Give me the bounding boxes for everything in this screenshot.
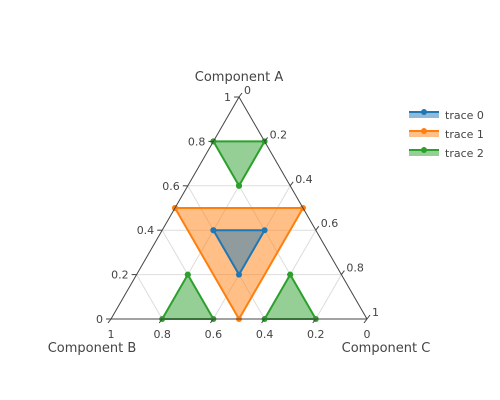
legend-item-0: trace 0 [409, 109, 484, 122]
legend-label-2: trace 2 [445, 147, 484, 160]
legend: trace 0 trace 1 trace 2 [409, 109, 484, 160]
tick-mark-b-3 [261, 318, 266, 324]
tick-mark-c-5 [366, 314, 371, 320]
tick-label-c-1: 0.2 [270, 128, 288, 141]
legend-item-1: trace 1 [409, 128, 484, 141]
tick-label-b-3: 0.4 [256, 328, 274, 341]
tick-label-a-0: 0 [96, 313, 103, 326]
axis-line-c [238, 96, 368, 320]
tick-label-a-2: 0.4 [137, 224, 155, 237]
tick-label-c-4: 0.8 [346, 262, 364, 275]
legend-label-1: trace 1 [445, 128, 484, 141]
tick-mark-c-1 [264, 137, 269, 142]
axis-title-c: Component C [342, 341, 431, 356]
trace-2-triangle-0-point-4 [236, 182, 242, 189]
tick-label-b-0: 1 [108, 328, 115, 341]
trace-0-point-1 [261, 227, 268, 234]
axis-title-a: Component A [195, 70, 284, 85]
tick-mark-c-2 [289, 181, 294, 187]
tick-mark-b-1 [158, 318, 163, 324]
tick-mark-c-4 [340, 270, 345, 275]
tick-label-c-0: 0 [244, 84, 251, 97]
trace-2-triangle-0-area [212, 140, 266, 187]
tick-label-a-5: 1 [224, 91, 231, 104]
legend-marker-0 [421, 109, 427, 115]
tick-label-b-1: 0.8 [153, 328, 171, 341]
tick-mark-c-3 [315, 225, 320, 231]
legend-item-2: trace 2 [409, 147, 484, 160]
tick-label-b-4: 0.2 [307, 328, 325, 341]
trace-0-point-2 [236, 271, 242, 278]
legend-marker-2 [421, 147, 427, 153]
tick-label-c-3: 0.6 [321, 217, 339, 230]
axes-layer [110, 96, 368, 320]
tick-label-c-5: 1 [372, 306, 379, 319]
tick-label-a-1: 0.2 [111, 269, 129, 282]
tick-label-b-5: 0 [364, 328, 371, 341]
tick-label-a-3: 0.6 [162, 180, 180, 193]
tick-mark-b-4 [312, 318, 317, 324]
tick-mark-b-0 [107, 318, 112, 324]
tick-label-c-2: 0.4 [295, 173, 313, 186]
axis-line-a [110, 96, 240, 320]
trace-0-point-3 [210, 227, 217, 234]
grid-line-b-3 [136, 274, 163, 320]
tick-label-a-4: 0.8 [188, 135, 206, 148]
tick-mark-c-0 [238, 92, 243, 98]
legend-marker-1 [421, 128, 427, 134]
legend-label-0: trace 0 [445, 109, 484, 122]
grid-line-c-3 [315, 274, 342, 320]
trace-0-area [212, 229, 266, 276]
tick-mark-b-2 [209, 318, 214, 324]
trace-2-triangle-2-point-3 [287, 271, 294, 278]
traces-layer [159, 138, 319, 322]
tick-mark-b-5 [363, 318, 368, 324]
tick-label-b-2: 0.6 [205, 328, 223, 341]
axis-title-b: Component B [48, 341, 137, 356]
trace-2-triangle-1-point-3 [184, 271, 191, 278]
